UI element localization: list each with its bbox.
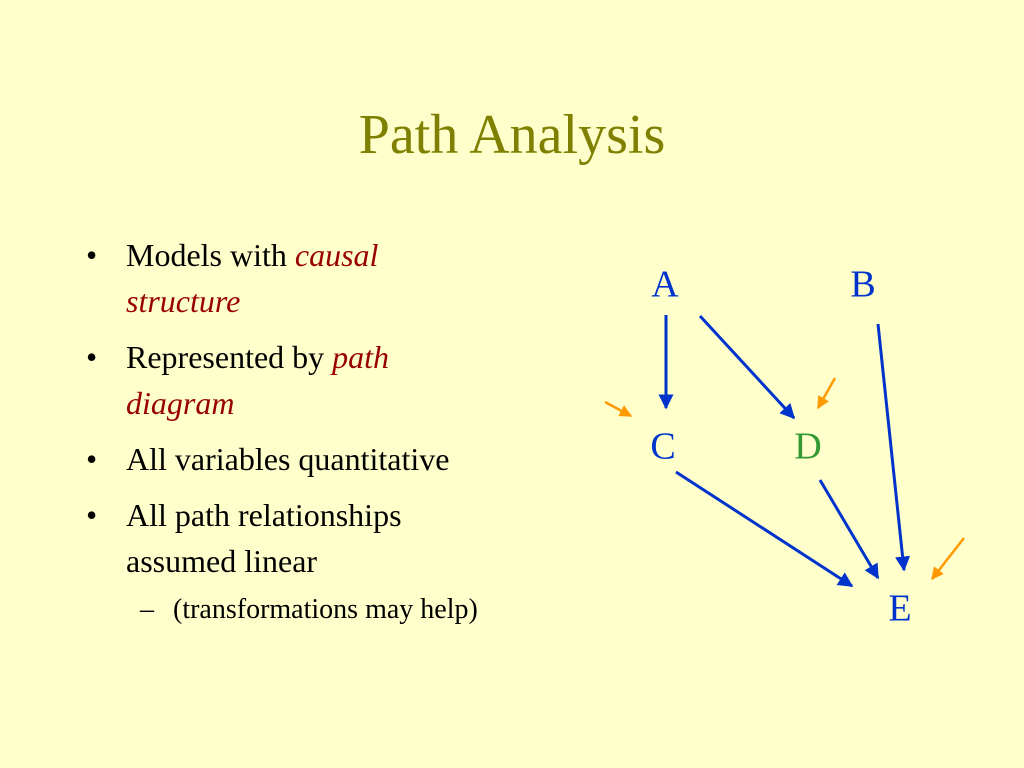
edge-a-to-d <box>698 314 796 420</box>
bullet-list: • Models with causal structure • Represent… <box>86 232 486 630</box>
bullet-emphasis: causal structure <box>126 237 379 319</box>
sub-bullet-marker: – <box>140 594 154 625</box>
edge-d-to-e <box>818 479 880 580</box>
node-a: A <box>651 264 679 306</box>
bullet-marker: • <box>86 441 98 477</box>
error-arrow-c <box>604 400 633 418</box>
bullet-item: • Models with causal structure <box>86 232 486 324</box>
bullet-emphasis: path diagram <box>126 339 390 421</box>
bullet-text: All path relationships assumed linear <box>126 497 402 579</box>
bullet-marker: • <box>86 339 98 375</box>
slide-title: Path Analysis <box>358 104 666 166</box>
bullet-item: • All variables quantitative <box>86 436 486 482</box>
bullet-text: Represented by <box>126 339 333 375</box>
sub-bullet-text: (transformations may help) <box>173 594 478 625</box>
edge-c-to-e <box>675 470 854 588</box>
bullet-item: • Represented by path diagram <box>86 334 486 426</box>
bullet-text: Models with <box>126 237 295 273</box>
node-c: C <box>650 426 675 468</box>
bullet-marker: • <box>86 237 98 273</box>
node-e: E <box>888 588 911 630</box>
sub-bullet-item: –(transformations may help) <box>86 590 486 630</box>
bullet-item: • All path relationships assumed linear <box>86 492 486 584</box>
bullet-marker: • <box>86 497 98 533</box>
edge-b-to-e <box>876 323 911 572</box>
error-arrow-e <box>931 537 965 580</box>
error-arrow-d <box>816 377 837 410</box>
bullet-text: All variables quantitative <box>126 441 450 477</box>
node-d: D <box>794 426 821 468</box>
node-b: B <box>850 264 875 306</box>
